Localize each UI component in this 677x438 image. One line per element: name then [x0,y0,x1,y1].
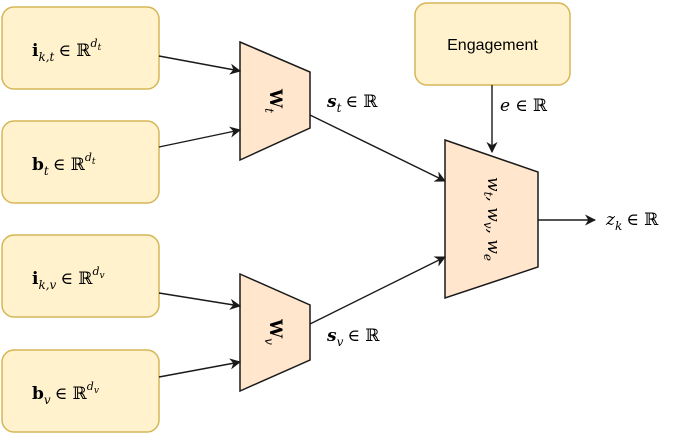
fusion-w1: w [483,177,503,192]
fusion-block: wt, wv, we [444,138,539,300]
svg-text:bt∈ ℝdt: bt∈ ℝdt [32,151,96,178]
input-b-v-set: ∈ ℝ [55,384,88,404]
input-b-t-subscript: t [44,164,49,178]
input-i-kv-symbol: i [32,269,39,289]
edge-z-k-symbol: z [605,210,616,230]
input-b-v-symbol: b [32,384,44,404]
weight-block-text: Wt [239,40,311,162]
edge-wv-to-fusion [309,256,447,325]
input-i-kt-node: ik,t ∈ ℝdt [1,6,160,90]
edge-s-v-set: ∈ ℝ [347,326,380,346]
input-b-v-exponent: d [87,380,94,393]
svg-text:ik,v∈ ℝdv: ik,v ∈ ℝdv [32,265,105,292]
fusion-sub-v: v [481,222,495,229]
input-i-kv-node: ik,v ∈ ℝdv [1,234,160,318]
edge-e-symbol: e [500,96,510,116]
edge-s-v-symbol: s [326,326,337,346]
input-b-t-node: bt∈ ℝdt [1,120,160,204]
edge-label-e: e∈ ℝ [500,96,548,116]
edge-label-s-v: sv∈ ℝ [326,326,380,349]
edge-label-s-t: st∈ ℝ [326,92,378,115]
edge-wt-to-fusion [309,114,447,182]
input-i-kv-exponent-sub: v [100,271,105,281]
weight-visual-symbol: W [265,318,285,339]
input-i-kv-subscript: k,v [38,278,56,292]
input-b-v-node: bv∈ ℝdv [1,349,160,433]
weight-visual-subscript: v [262,338,276,345]
input-b-t-exponent: d [85,151,92,164]
input-i-kt-exponent: d [91,37,98,50]
edge-s-t-set: ∈ ℝ [345,92,378,112]
input-i-kt-subscript: k,t [38,50,54,64]
edge-label-z-k: zk ∈ ℝ [605,210,659,233]
edge-e-set: ∈ ℝ [515,96,548,116]
engagement-label: Engagement [447,37,538,54]
weight-text-symbol: W [265,88,285,109]
input-b-t-symbol: b [32,155,44,175]
fusion-w3: , w [483,229,503,255]
weight-block-visual: Wv [239,272,311,393]
edge-z-k-set: ∈ ℝ [626,210,659,230]
input-b-t-exponent-sub: t [92,157,96,167]
input-i-kv-set: ∈ ℝ [60,269,93,289]
edge-s-t-symbol: s [326,92,337,112]
svg-text:Wv: Wv [262,318,285,345]
svg-text:Wt: Wt [262,88,285,113]
svg-text:ik,t∈ ℝdt: ik,t ∈ ℝdt [32,37,102,64]
input-b-v-subscript: v [44,393,51,407]
input-b-t-set: ∈ ℝ [53,155,86,175]
fusion-w2: , w [483,196,503,222]
input-i-kt-set: ∈ ℝ [58,41,91,61]
edge-z-k-subscript: k [615,219,622,233]
fusion-sub-t: t [481,192,495,197]
svg-text:bv∈ ℝdv: bv∈ ℝdv [32,380,99,407]
edge-ikt-to-wt [158,55,242,75]
weight-text-subscript: t [262,108,276,113]
edge-bt-to-wt [158,126,242,148]
input-i-kt-exponent-sub: t [98,43,102,53]
edge-s-v-subscript: v [337,335,344,349]
edge-s-t-subscript: t [337,101,342,115]
fusion-sub-e: e [481,254,495,261]
input-i-kt-symbol: i [32,41,39,61]
input-b-v-exponent-sub: v [94,386,99,396]
edge-ikv-to-wv [158,292,242,310]
edge-bv-to-wv [158,358,242,378]
input-i-kv-exponent: d [92,265,99,278]
engagement-node: Engagement [414,2,571,86]
svg-text:wt, wv, we: wt, wv, we [481,177,503,261]
